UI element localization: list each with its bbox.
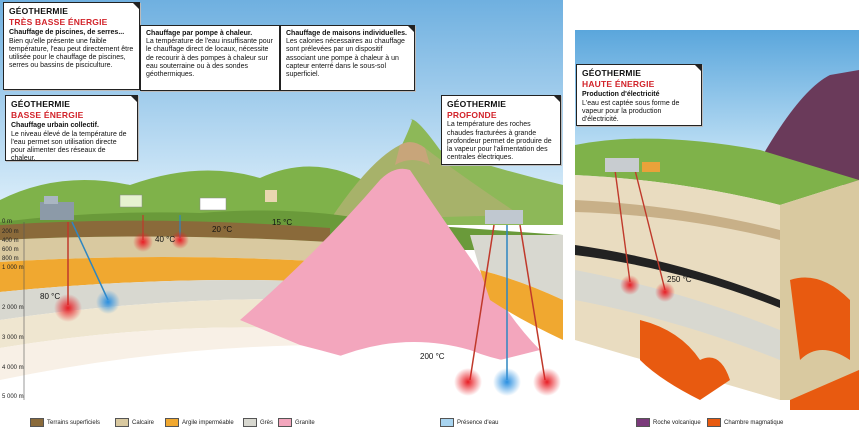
piscines-title: Chauffage de piscines, de serres... xyxy=(9,29,125,37)
depth-600: 600 m xyxy=(2,247,19,253)
pac-title: Chauffage par pompe à chaleur. xyxy=(146,30,253,37)
profonde-box: GÉOTHERMIE PROFONDE La température des r… xyxy=(441,95,561,165)
legend-label: Calcaire xyxy=(132,419,155,426)
temp-15: 15 °C xyxy=(272,218,293,227)
temp-250: 250 °C xyxy=(667,275,692,284)
legend-swatch xyxy=(707,418,721,427)
legend-swatch xyxy=(243,418,257,427)
legend-label: Terrains superficiels xyxy=(47,419,101,426)
temp-200: 200 °C xyxy=(420,352,445,361)
legend-swatch xyxy=(636,418,650,427)
temp-40: 40 °C xyxy=(155,235,176,244)
depth-0: 0 m xyxy=(2,219,13,225)
be-line2: BASSE ÉNERGIE xyxy=(11,110,84,121)
legend-granite: Granite xyxy=(278,418,315,427)
legend-eau: Présence d'eau xyxy=(440,418,499,427)
be-box: GÉOTHERMIE BASSE ÉNERGIE Chauffage urbai… xyxy=(5,95,138,163)
legend-swatch xyxy=(30,418,44,427)
tbe-header-box: GÉOTHERMIE TRÈS BASSE ÉNERGIE Chauffage … xyxy=(3,2,140,90)
legend-label: Argile imperméable xyxy=(182,419,234,426)
he-text: L'eau est captée sous forme de vapeur po… xyxy=(582,99,680,124)
maisons-title: Chauffage de maisons individuelles. xyxy=(286,30,407,37)
legend-gres: Grès xyxy=(243,418,273,427)
tbe-line2: TRÈS BASSE ÉNERGIE xyxy=(9,17,108,28)
legend-swatch xyxy=(115,418,129,427)
legend-volcanique: Roche volcanique xyxy=(636,418,701,427)
depth-200: 200 m xyxy=(2,229,19,235)
depth-3000: 3 000 m xyxy=(2,335,24,341)
be-title: Chauffage urbain collectif. xyxy=(11,122,99,130)
temp-80: 80 °C xyxy=(40,292,61,301)
legend-label: Granite xyxy=(295,419,315,426)
he-box: GÉOTHERMIE HAUTE ÉNERGIE Production d'él… xyxy=(576,64,702,126)
temp-20: 20 °C xyxy=(212,225,233,234)
tbe-line1: GÉOTHERMIE xyxy=(9,6,69,16)
be-text: Le niveau élevé de la température de l'e… xyxy=(11,130,127,163)
maisons-box: Chauffage de maisons individuelles. Les … xyxy=(280,25,415,91)
legend-label: Grès xyxy=(260,419,274,426)
legend-swatch xyxy=(278,418,292,427)
prof-line1: GÉOTHERMIE xyxy=(447,99,507,109)
legend-label: Roche volcanique xyxy=(653,419,701,426)
pac-box: Chauffage par pompe à chaleur. La tempér… xyxy=(140,25,280,91)
he-line2: HAUTE ÉNERGIE xyxy=(582,79,655,90)
legend-swatch xyxy=(165,418,179,427)
legend-argile: Argile imperméable xyxy=(165,418,234,427)
depth-400: 400 m xyxy=(2,238,19,244)
piscines-text: Bien qu'elle présente une faible tempéra… xyxy=(9,37,134,70)
legend-terrains: Terrains superficiels xyxy=(30,418,100,427)
pac-text: La température de l'eau insuffisante pou… xyxy=(146,38,273,79)
he-title: Production d'électricité xyxy=(582,91,660,99)
legend-label: Chambre magmatique xyxy=(724,419,784,426)
legend-label: Présence d'eau xyxy=(457,419,499,426)
prof-line2: PROFONDE xyxy=(447,110,497,121)
depth-1000: 1 000 m xyxy=(2,265,24,271)
be-line1: GÉOTHERMIE xyxy=(11,99,71,109)
depth-2000: 2 000 m xyxy=(2,305,24,311)
legend-magma: Chambre magmatique xyxy=(707,418,783,427)
depth-4000: 4 000 m xyxy=(2,365,24,371)
he-line1: GÉOTHERMIE xyxy=(582,68,642,78)
maisons-text: Les calories nécessaires au chauffage so… xyxy=(286,38,405,79)
legend-calcaire: Calcaire xyxy=(115,418,154,427)
depth-5000: 5 000 m xyxy=(2,394,24,400)
depth-800: 800 m xyxy=(2,256,19,262)
legend-swatch xyxy=(440,418,454,427)
prof-text: La température des roches chaudes fractu… xyxy=(447,121,552,162)
